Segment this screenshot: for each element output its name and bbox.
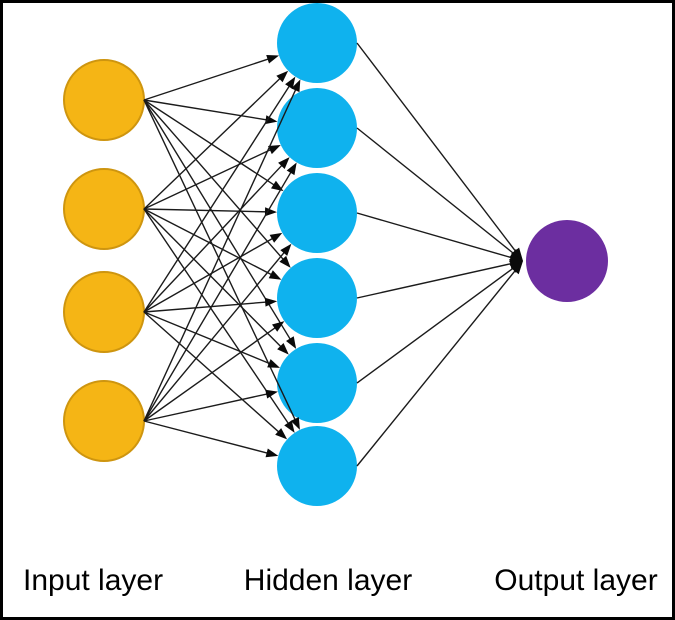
connection-line — [143, 208, 283, 349]
connection-line — [143, 250, 287, 422]
connection-line — [143, 163, 284, 313]
arrowhead — [269, 232, 283, 243]
arrowhead — [285, 76, 296, 90]
hidden-layer-label: Hidden layer — [243, 564, 413, 597]
neural-network-diagram — [63, 3, 608, 506]
arrowhead — [284, 420, 295, 433]
arrowhead — [276, 70, 289, 83]
connection-line — [356, 266, 516, 384]
connection-line — [143, 208, 269, 213]
input-layer-label: Input layer — [23, 564, 164, 597]
hidden-node-1 — [277, 3, 357, 83]
connection-line — [143, 99, 297, 422]
hidden-node-5 — [277, 343, 357, 423]
arrowhead — [286, 162, 297, 176]
connection-line — [143, 148, 273, 210]
hidden-node-3 — [277, 173, 357, 253]
arrowhead — [275, 428, 288, 440]
arrowhead — [278, 157, 290, 169]
connection-line — [143, 76, 283, 210]
connection-line — [143, 311, 272, 366]
input-node-1 — [63, 59, 145, 141]
arrowhead — [510, 261, 523, 275]
arrowhead — [291, 79, 301, 93]
connection-line — [143, 301, 269, 313]
input-node-3 — [63, 271, 145, 353]
connection-line — [356, 127, 516, 256]
connection-line — [143, 99, 269, 121]
arrowhead — [280, 243, 292, 256]
arrowhead — [265, 389, 278, 399]
connection-line — [143, 57, 271, 101]
arrowhead — [272, 321, 285, 332]
output-node-1 — [526, 220, 608, 302]
arrowhead — [286, 336, 297, 349]
connection-line — [143, 87, 298, 422]
arrowhead — [264, 115, 278, 125]
connection-line — [356, 262, 514, 299]
connection-line — [143, 99, 286, 262]
arrowhead — [268, 270, 282, 280]
connection-line — [143, 325, 278, 422]
connection-line — [143, 236, 275, 313]
arrowhead — [266, 54, 280, 64]
connection-line — [356, 42, 518, 254]
input-node-2 — [63, 168, 145, 250]
connection-line — [143, 99, 277, 187]
arrowhead — [264, 297, 278, 307]
arrowhead — [271, 180, 284, 192]
arrowhead — [264, 207, 278, 217]
arrowhead — [265, 448, 279, 458]
connection-line — [143, 420, 270, 455]
hidden-node-6 — [277, 426, 357, 506]
connection-line — [356, 212, 514, 259]
arrowhead — [279, 255, 291, 268]
arrowhead — [267, 359, 280, 368]
arrowhead — [509, 248, 523, 261]
arrowhead — [290, 417, 300, 430]
connection-line — [143, 392, 270, 422]
input-node-4 — [63, 380, 145, 462]
connection-line — [143, 208, 291, 426]
connection-line — [143, 169, 293, 422]
arrowhead — [277, 342, 289, 355]
arrowhead — [267, 144, 281, 155]
output-layer-label: Output layer — [494, 564, 658, 597]
hidden-node-4 — [277, 258, 357, 338]
hidden-node-2 — [277, 88, 357, 168]
connection-line — [356, 268, 518, 467]
connection-line — [143, 83, 292, 313]
